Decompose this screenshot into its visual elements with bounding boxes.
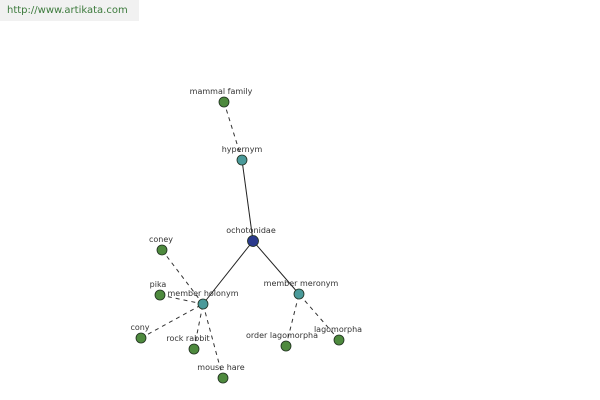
node-mammal-family[interactable]: mammal family: [190, 87, 253, 108]
node-rock-rabbit[interactable]: rock rabbit: [166, 334, 210, 355]
url-bar: http://www.artikata.com: [0, 0, 139, 21]
node-coney-label[interactable]: coney: [149, 235, 173, 244]
node-cony-dot[interactable]: [135, 332, 147, 344]
node-rock-rabbit-label[interactable]: rock rabbit: [166, 334, 209, 343]
node-mammal-family-label[interactable]: mammal family: [190, 87, 253, 96]
node-ochotonidae[interactable]: ochotonidae: [226, 226, 276, 247]
node-member-holonym-dot[interactable]: [197, 298, 209, 310]
edge-order-lagomorpha-to-member-meronym: [285, 293, 300, 347]
node-coney-dot[interactable]: [156, 244, 168, 256]
edge-hypernym-to-ochotonidae: [241, 159, 254, 242]
node-hypernym[interactable]: hypernym: [222, 145, 263, 166]
node-member-meronym[interactable]: member meronym: [264, 279, 339, 300]
node-order-lagomorpha[interactable]: order lagomorpha: [246, 331, 318, 352]
node-order-lagomorpha-label[interactable]: order lagomorpha: [246, 331, 318, 340]
node-lagomorpha-dot[interactable]: [333, 334, 345, 346]
node-order-lagomorpha-dot[interactable]: [280, 340, 292, 352]
node-pika-dot[interactable]: [154, 289, 166, 301]
edges-layer: [140, 101, 340, 379]
node-ochotonidae-dot[interactable]: [247, 235, 259, 247]
node-member-meronym-dot[interactable]: [293, 288, 305, 300]
site-url-link[interactable]: http://www.artikata.com: [7, 5, 128, 16]
edge-mammal-family-to-hypernym: [223, 101, 243, 161]
edge-ochotonidae-to-member-holonym: [202, 240, 254, 305]
node-ochotonidae-label[interactable]: ochotonidae: [226, 226, 276, 235]
edge-lagomorpha-to-member-meronym: [298, 293, 340, 341]
edge-cony-to-member-holonym: [140, 303, 204, 339]
node-mammal-family-dot[interactable]: [218, 96, 230, 108]
node-pika-label[interactable]: pika: [150, 280, 167, 289]
node-mouse-hare-label[interactable]: mouse hare: [197, 363, 244, 372]
node-rock-rabbit-dot[interactable]: [188, 343, 200, 355]
node-member-meronym-label[interactable]: member meronym: [264, 279, 339, 288]
node-mouse-hare[interactable]: mouse hare: [197, 363, 245, 384]
node-lagomorpha-label[interactable]: lagomorpha: [314, 325, 362, 334]
node-cony-label[interactable]: cony: [130, 323, 149, 332]
node-hypernym-dot[interactable]: [236, 154, 248, 166]
node-member-holonym-label[interactable]: member holonym: [167, 289, 238, 298]
node-coney[interactable]: coney: [149, 235, 173, 256]
node-pika[interactable]: pika: [150, 280, 167, 301]
node-lagomorpha[interactable]: lagomorpha: [314, 325, 362, 346]
node-cony[interactable]: cony: [130, 323, 150, 344]
node-member-holonym[interactable]: member holonym: [167, 289, 239, 310]
edge-coney-to-member-holonym: [161, 249, 204, 305]
nodes-layer: mammal family hypernym ochotonidae member h…: [130, 87, 362, 384]
node-hypernym-label[interactable]: hypernym: [222, 145, 263, 154]
edge-ochotonidae-to-member-meronym: [252, 240, 300, 295]
node-mouse-hare-dot[interactable]: [217, 372, 229, 384]
